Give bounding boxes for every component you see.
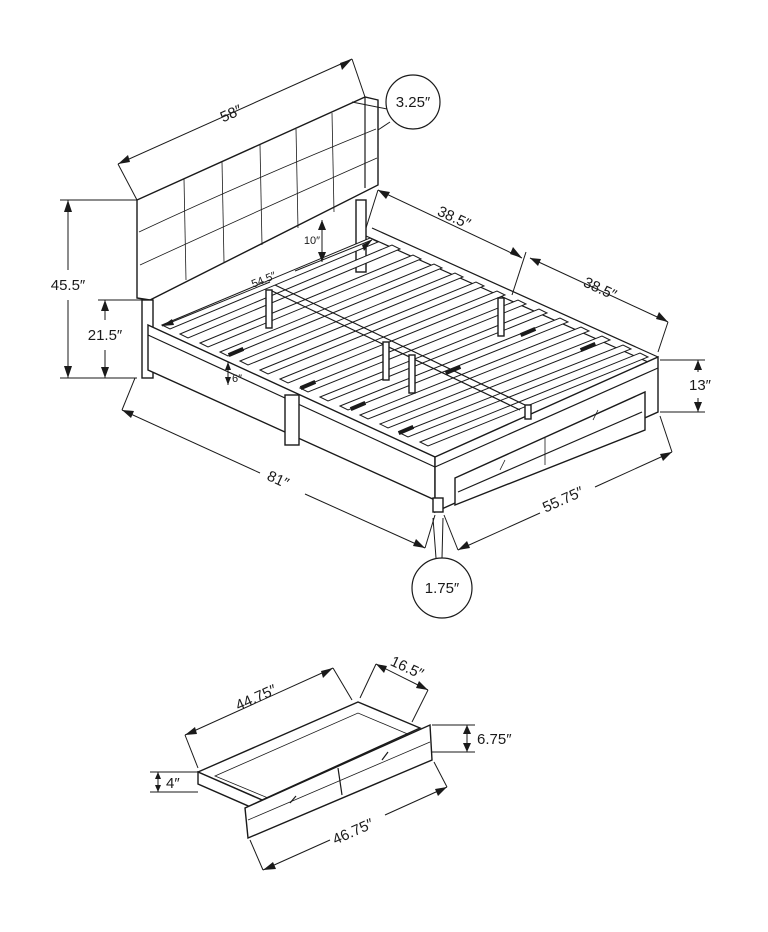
drawer-drawing — [196, 701, 433, 840]
total-height-label: 45.5″ — [51, 277, 86, 294]
leg-size-label: 1.75″ — [425, 580, 460, 597]
drawer-dimension-lines — [150, 663, 475, 871]
drawer-length-outer-label: 46.75″ — [330, 815, 377, 848]
bed-slats — [160, 237, 650, 447]
headboard-width-label: 58″ — [218, 101, 246, 126]
headboard-thickness-label: 3.25″ — [396, 94, 431, 111]
side-height-label: 13″ — [689, 377, 712, 394]
bed-drawing — [60, 58, 705, 619]
half-length-a-label: 38.5″ — [435, 203, 474, 233]
width-label: 55.75″ — [540, 483, 587, 516]
clearance-label: 6″ — [232, 373, 242, 385]
drawer-depth-label: 16.5″ — [388, 653, 427, 683]
drawer-side-height-label: 4″ — [166, 775, 180, 792]
frame-height-label: 21.5″ — [88, 327, 123, 344]
headboard-thickness-callout — [385, 74, 441, 130]
half-length-b-label: 38.5″ — [581, 274, 620, 304]
leg-size-callout — [411, 557, 473, 619]
bed-frame — [147, 227, 659, 514]
headboard-gap-label: 10″ — [304, 235, 320, 247]
drawer-length-inner-label: 44.75″ — [233, 681, 280, 714]
bed-dimension-lines — [60, 58, 705, 559]
length-label: 81″ — [264, 468, 292, 493]
drawer-front-height-label: 6.75″ — [477, 731, 512, 748]
